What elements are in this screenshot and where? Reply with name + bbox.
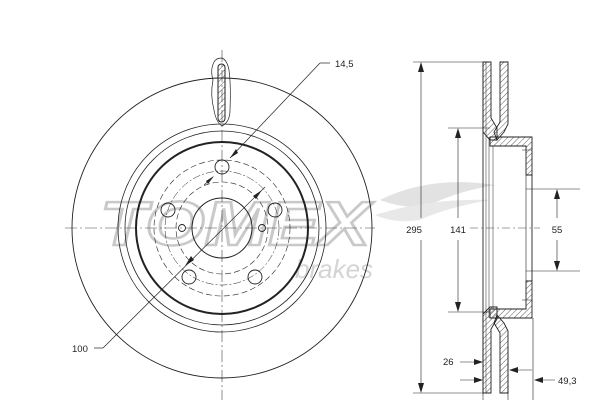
hub-ring-bold — [135, 141, 309, 315]
friction-ring-right-bottom — [493, 314, 509, 394]
watermark-logo: TOMEX brakes — [99, 182, 495, 284]
center-bore — [191, 197, 253, 259]
bolt-hole — [160, 202, 176, 218]
wear-indicator-slot — [217, 63, 226, 123]
bolt-hole — [247, 269, 263, 285]
center-bore-label: 55 — [552, 225, 563, 236]
hub-diameter-label: 141 — [450, 225, 466, 236]
locating-hole — [178, 224, 186, 232]
bolt-hole — [267, 202, 283, 218]
wear-indicator-outline — [211, 57, 231, 127]
overall-height-label: 49,3 — [558, 376, 577, 387]
locating-hole — [258, 224, 266, 232]
hub-ring-2 — [124, 130, 320, 326]
outer-diameter-label: 295 — [406, 225, 422, 236]
watermark-subtitle: brakes — [295, 254, 373, 284]
hole-diameter-leader — [229, 62, 321, 159]
inner-dashed-ring-2 — [175, 181, 269, 275]
hat-bottom — [489, 280, 533, 319]
hole-diameter-label: 14,5 — [335, 59, 354, 70]
bolt-circle-label: 100 — [72, 344, 88, 355]
bolt-circle-leader — [102, 186, 266, 349]
friction-ring-left-bottom — [482, 306, 498, 394]
bolt-hole — [214, 159, 230, 175]
hub-ring-outer — [117, 123, 327, 333]
front-view — [65, 50, 375, 400]
hat-top — [489, 136, 533, 176]
bolt-circle — [164, 170, 280, 286]
bolt-hole — [181, 269, 197, 285]
watermark-brand: TOMEX — [100, 190, 374, 259]
friction-ring-right-top — [493, 61, 509, 141]
section-view — [413, 61, 580, 400]
thickness-label: 26 — [443, 357, 454, 368]
